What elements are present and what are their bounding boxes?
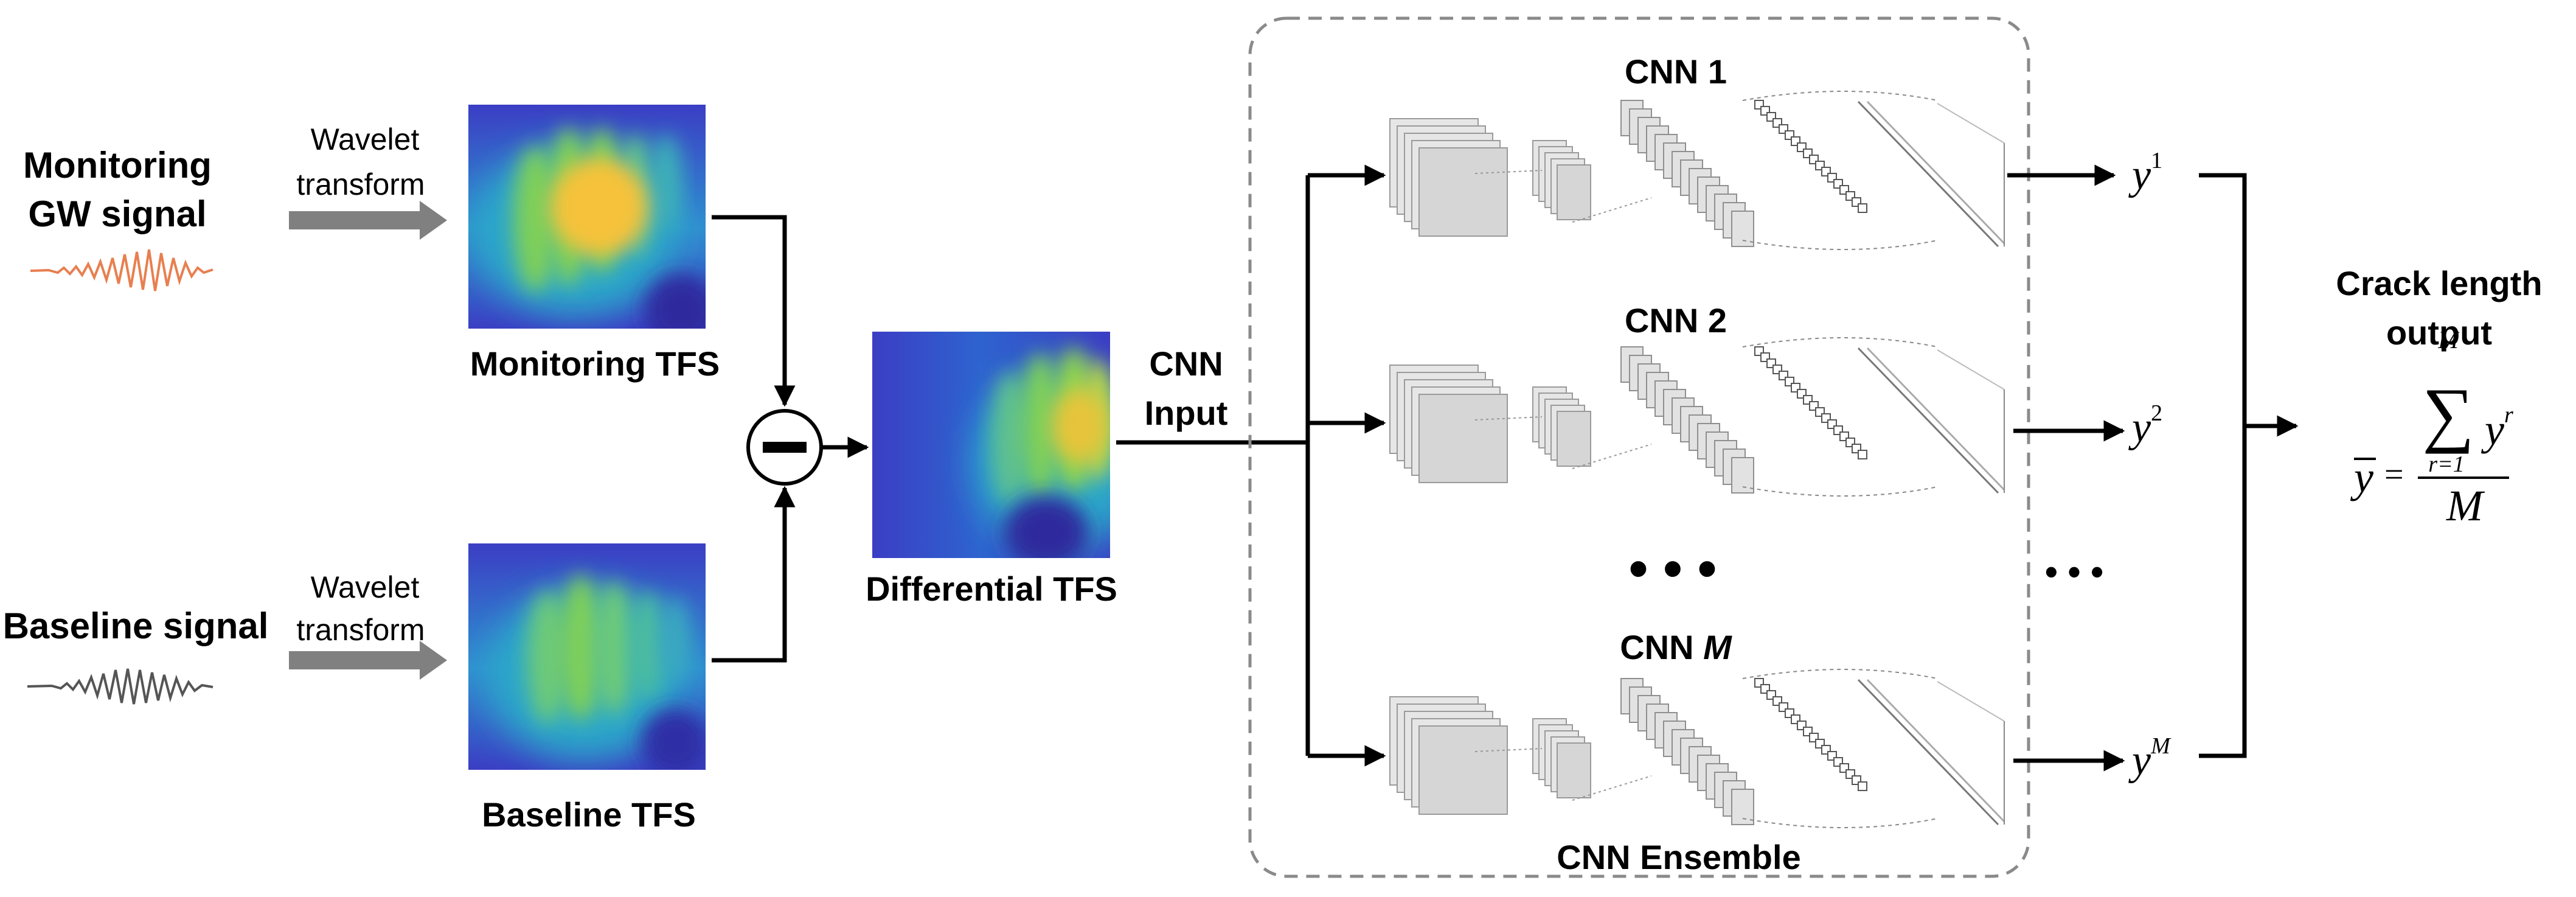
crack-length-label-line2: output: [2386, 313, 2492, 352]
wavelet-label-top-line2: transform: [296, 167, 425, 201]
cnn-ensemble-label: CNN Ensemble: [1557, 838, 1800, 876]
differential-tfs-label: Differential TFS: [866, 570, 1117, 608]
svg-text:=: =: [2384, 456, 2404, 494]
output-ym: yM: [2128, 733, 2172, 784]
cnn-ensemble-box: [1248, 16, 2030, 878]
wavelet-arrow-top: [289, 201, 447, 240]
connection-line: [1937, 103, 2005, 144]
connection-line: [1937, 349, 2005, 390]
cnn2-title: CNN 2: [1625, 301, 1727, 340]
neuron: [1858, 450, 1867, 459]
monitoring-waveform-icon: [30, 249, 214, 291]
dense-layer: [1866, 100, 2005, 245]
svg-text:M: M: [2446, 481, 2485, 530]
svg-text:M: M: [2437, 326, 2460, 354]
cnn-input-label-line1: CNN: [1149, 344, 1223, 383]
output-y1: y1: [2128, 148, 2162, 198]
feature-map: [1418, 725, 1508, 815]
feature-map: [1557, 164, 1591, 220]
connection-line: [1742, 486, 1938, 497]
connection-line: [1474, 416, 1543, 421]
connection-line: [1742, 91, 1938, 101]
svg-text:y: y: [2350, 453, 2373, 501]
connection-line: [1937, 681, 2005, 722]
connection-line: [1474, 748, 1543, 752]
cnn1-architecture: [1389, 91, 2005, 250]
baseline-tfs-heatmap: [468, 543, 706, 770]
output-y2: y2: [2128, 400, 2162, 451]
feature-map: [1557, 742, 1591, 798]
cnnm-title: CNN M: [1620, 628, 1732, 666]
wavelet-label-top-line1: Wavelet: [311, 122, 420, 156]
neuron: [1858, 781, 1867, 791]
connection-line: [1742, 337, 1938, 347]
aggregation-bracket: [2199, 173, 2247, 758]
baseline-waveform-icon: [27, 668, 214, 705]
connection-line: [1742, 818, 1938, 828]
connection-line: [1742, 669, 1938, 679]
connection-line: [1742, 240, 1938, 250]
dense-layer: [1866, 679, 2005, 823]
monitoring-signal-label-line2: GW signal: [28, 194, 206, 234]
cnn-input-label-line2: Input: [1145, 394, 1228, 432]
wavelet-label-bottom-line2: transform: [296, 613, 425, 647]
feature-map: [1418, 147, 1508, 237]
subtraction-operator: [746, 409, 823, 486]
baseline-tfs-label: Baseline TFS: [482, 795, 696, 834]
feature-map: [1557, 411, 1591, 467]
svg-text:∑: ∑: [2422, 373, 2474, 454]
monitoring-signal-label-line1: Monitoring: [23, 145, 212, 186]
connection-line: [1474, 170, 1543, 174]
svg-text:yr: yr: [2481, 402, 2513, 454]
neuron: [1858, 203, 1867, 213]
svg-text:r=1: r=1: [2428, 452, 2464, 477]
dense-layer: [1857, 100, 1999, 248]
connector-monitoring-to-minus: [712, 215, 796, 407]
wavelet-label-bottom-line1: Wavelet: [311, 570, 420, 604]
cnnm-architecture: [1389, 669, 2005, 828]
monitoring-tfs-label: Monitoring TFS: [470, 344, 720, 383]
average-formula: y = M ∑ r=1 yr M: [2350, 326, 2513, 530]
connector-baseline-to-minus: [712, 486, 796, 663]
dense-layer: [1866, 347, 2005, 491]
dense-layer: [1857, 679, 1999, 826]
differential-tfs-heatmap: [872, 332, 1110, 558]
cnn1-title: CNN 1: [1625, 52, 1727, 91]
feature-map: [1418, 394, 1508, 483]
baseline-signal-label: Baseline signal: [3, 606, 269, 646]
ensemble-ellipsis: • • •: [1629, 539, 1717, 599]
dense-layer: [1857, 347, 1999, 494]
wavelet-arrow-bottom: [289, 641, 447, 680]
cnn-architectures: [1389, 91, 2005, 828]
crack-length-label-line1: Crack length: [2336, 264, 2542, 302]
monitoring-tfs-heatmap: [468, 105, 706, 329]
cnn2-architecture: [1389, 337, 2005, 497]
output-ellipsis: • • •: [2045, 551, 2103, 592]
